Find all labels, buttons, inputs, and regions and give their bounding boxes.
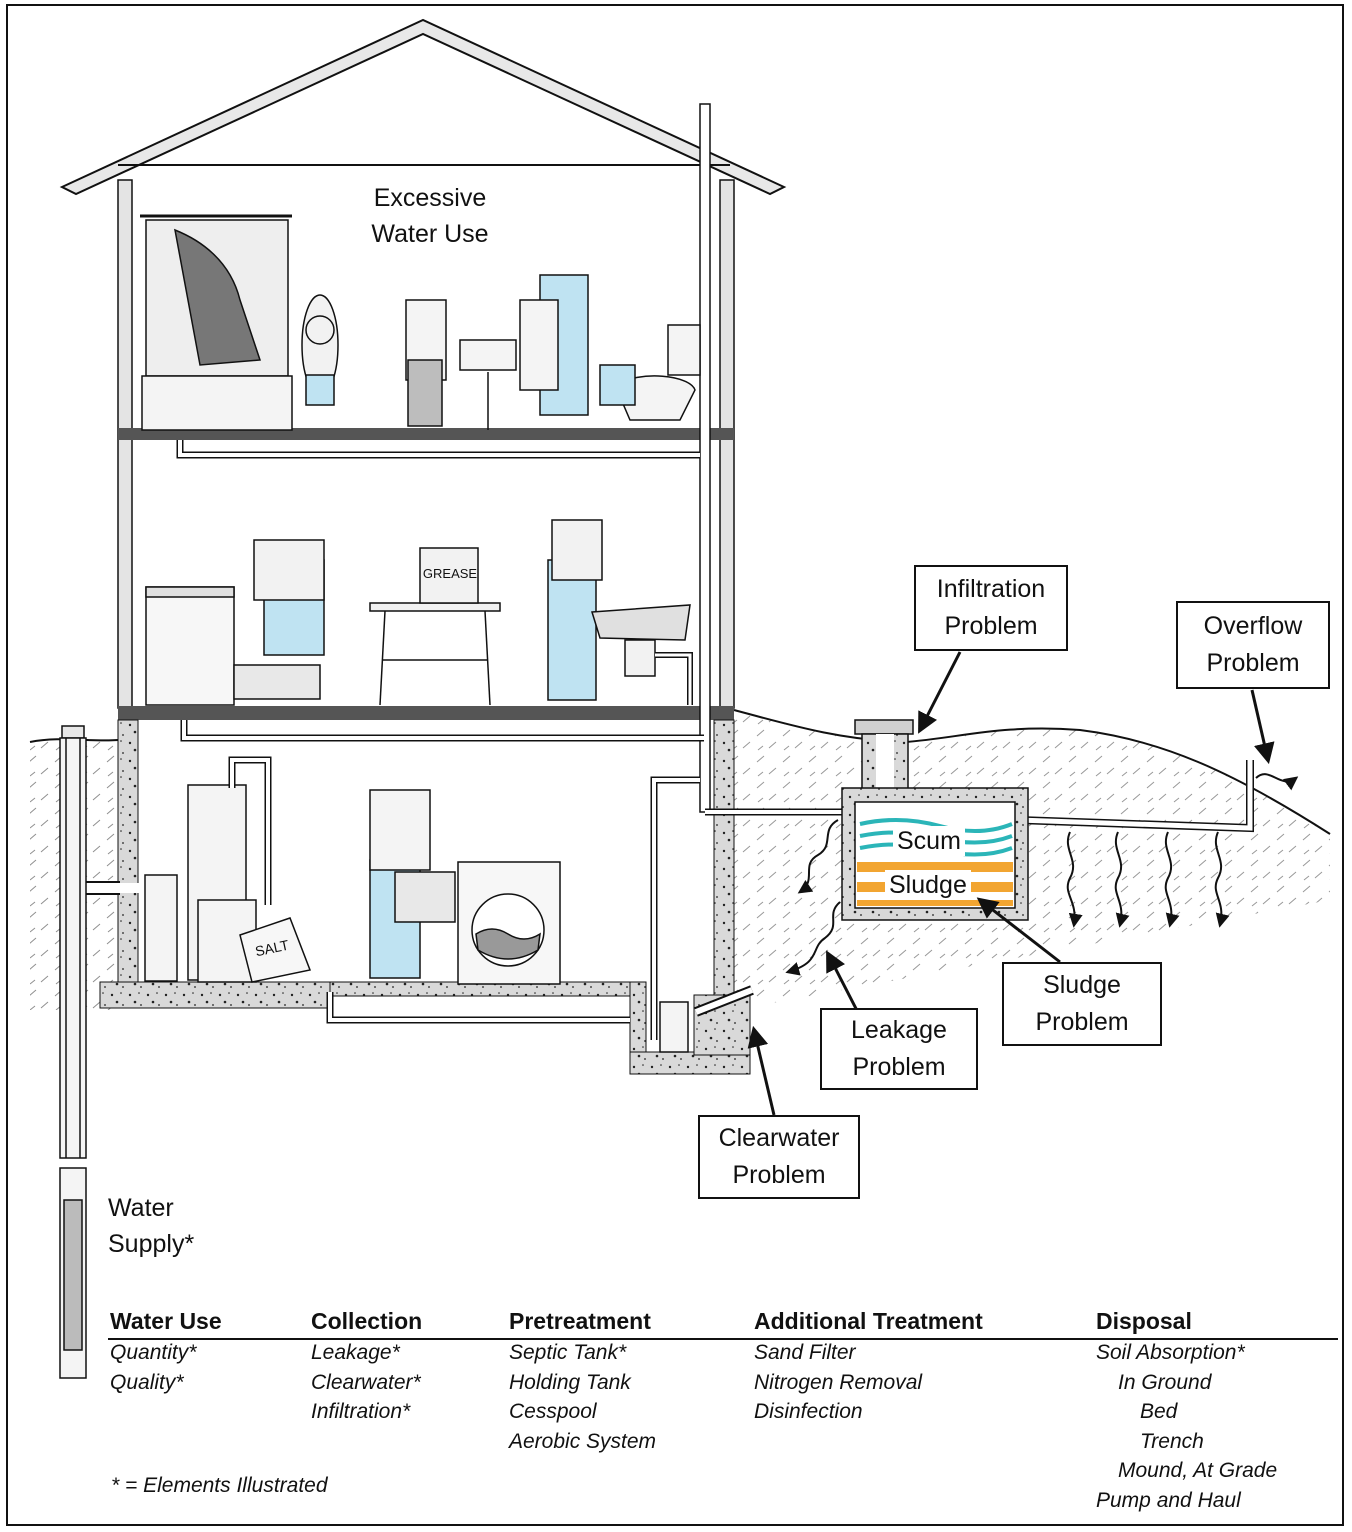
infiltration-line-2: Problem (944, 612, 1038, 640)
column-additional-treatment: Additional Treatment Sand Filter Nitroge… (754, 1306, 983, 1427)
infiltration-line-1: Infiltration (936, 575, 1046, 603)
leakage-line-2: Problem (852, 1053, 946, 1081)
sludge-problem-callout: Sludge Problem (1002, 962, 1162, 1046)
list-item: In Ground (1118, 1370, 1212, 1394)
sludge-problem-line-2: Problem (1035, 1008, 1129, 1036)
sludge-problem-line-1: Sludge (1043, 971, 1121, 999)
list-item: Quantity* (110, 1341, 197, 1364)
basement-utilities (144, 756, 689, 1053)
scum-label: Scum (893, 826, 965, 856)
water-supply-line-2: Supply* (108, 1230, 195, 1258)
list-item: Cesspool (509, 1400, 597, 1423)
plumbing (80, 440, 1254, 1040)
column-collection: Collection Leakage* Clearwater* Infiltra… (311, 1306, 422, 1427)
footnote: * = Elements Illustrated (111, 1474, 328, 1497)
list-item: Bed (1140, 1400, 1178, 1423)
list-item: Infiltration* (311, 1400, 411, 1423)
clearwater-line-2: Problem (732, 1161, 826, 1189)
figure-frame (6, 4, 1344, 1526)
water-supply-line-1: Water (108, 1194, 174, 1222)
column-header: Pretreatment (509, 1308, 651, 1334)
roof (59, 18, 787, 196)
list-item: Leakage* (311, 1341, 400, 1364)
leakage-line-1: Leakage (851, 1016, 947, 1044)
house-walls (117, 103, 735, 813)
leakage-problem-callout: Leakage Problem (820, 1008, 978, 1090)
kitchen (145, 519, 693, 706)
column-header: Additional Treatment (754, 1308, 983, 1334)
list-item: Sand Filter (754, 1341, 856, 1364)
clearwater-problem-callout: Clearwater Problem (698, 1115, 860, 1199)
list-item: Aerobic System (509, 1429, 657, 1453)
clearwater-line-1: Clearwater (718, 1124, 840, 1152)
overflow-line-1: Overflow (1203, 612, 1303, 640)
list-item: Clearwater* (311, 1370, 421, 1394)
list-item: Quality* (110, 1370, 184, 1394)
overflow-line-2: Problem (1206, 649, 1300, 677)
list-item: Holding Tank (509, 1370, 631, 1394)
list-item: Soil Absorption* (1096, 1341, 1245, 1364)
list-item: Nitrogen Removal (754, 1370, 923, 1394)
column-water-use: Water Use Quantity* Quality* (110, 1306, 222, 1397)
table-header-rule (108, 1338, 1338, 1340)
sludge-label: Sludge (885, 870, 971, 900)
column-header: Water Use (110, 1308, 222, 1334)
list-item: Pump and Haul (1096, 1488, 1241, 1512)
excessive-water-use-label: Excessive Water Use (350, 180, 510, 252)
column-header: Disposal (1096, 1308, 1192, 1334)
excessive-line-1: Excessive (373, 184, 487, 212)
water-supply-label: Water Supply* (108, 1190, 194, 1262)
list-item: Disinfection (754, 1400, 863, 1423)
list-item: Trench (1140, 1429, 1204, 1453)
infiltration-problem-callout: Infiltration Problem (914, 565, 1068, 651)
list-item: Mound, At Grade (1118, 1459, 1278, 1482)
column-header: Collection (311, 1308, 423, 1334)
leakage-seepage (785, 773, 1299, 976)
column-pretreatment: Pretreatment Septic Tank* Holding Tank C… (509, 1306, 656, 1456)
grease-can-label: GREASE (422, 566, 478, 581)
bathroom (140, 214, 701, 431)
list-item: Septic Tank* (509, 1341, 627, 1364)
excessive-line-2: Water Use (371, 220, 489, 248)
column-disposal: Disposal Soil Absorption* In Ground Bed … (1096, 1306, 1277, 1515)
water-well (59, 725, 87, 1379)
overflow-problem-callout: Overflow Problem (1176, 601, 1330, 689)
